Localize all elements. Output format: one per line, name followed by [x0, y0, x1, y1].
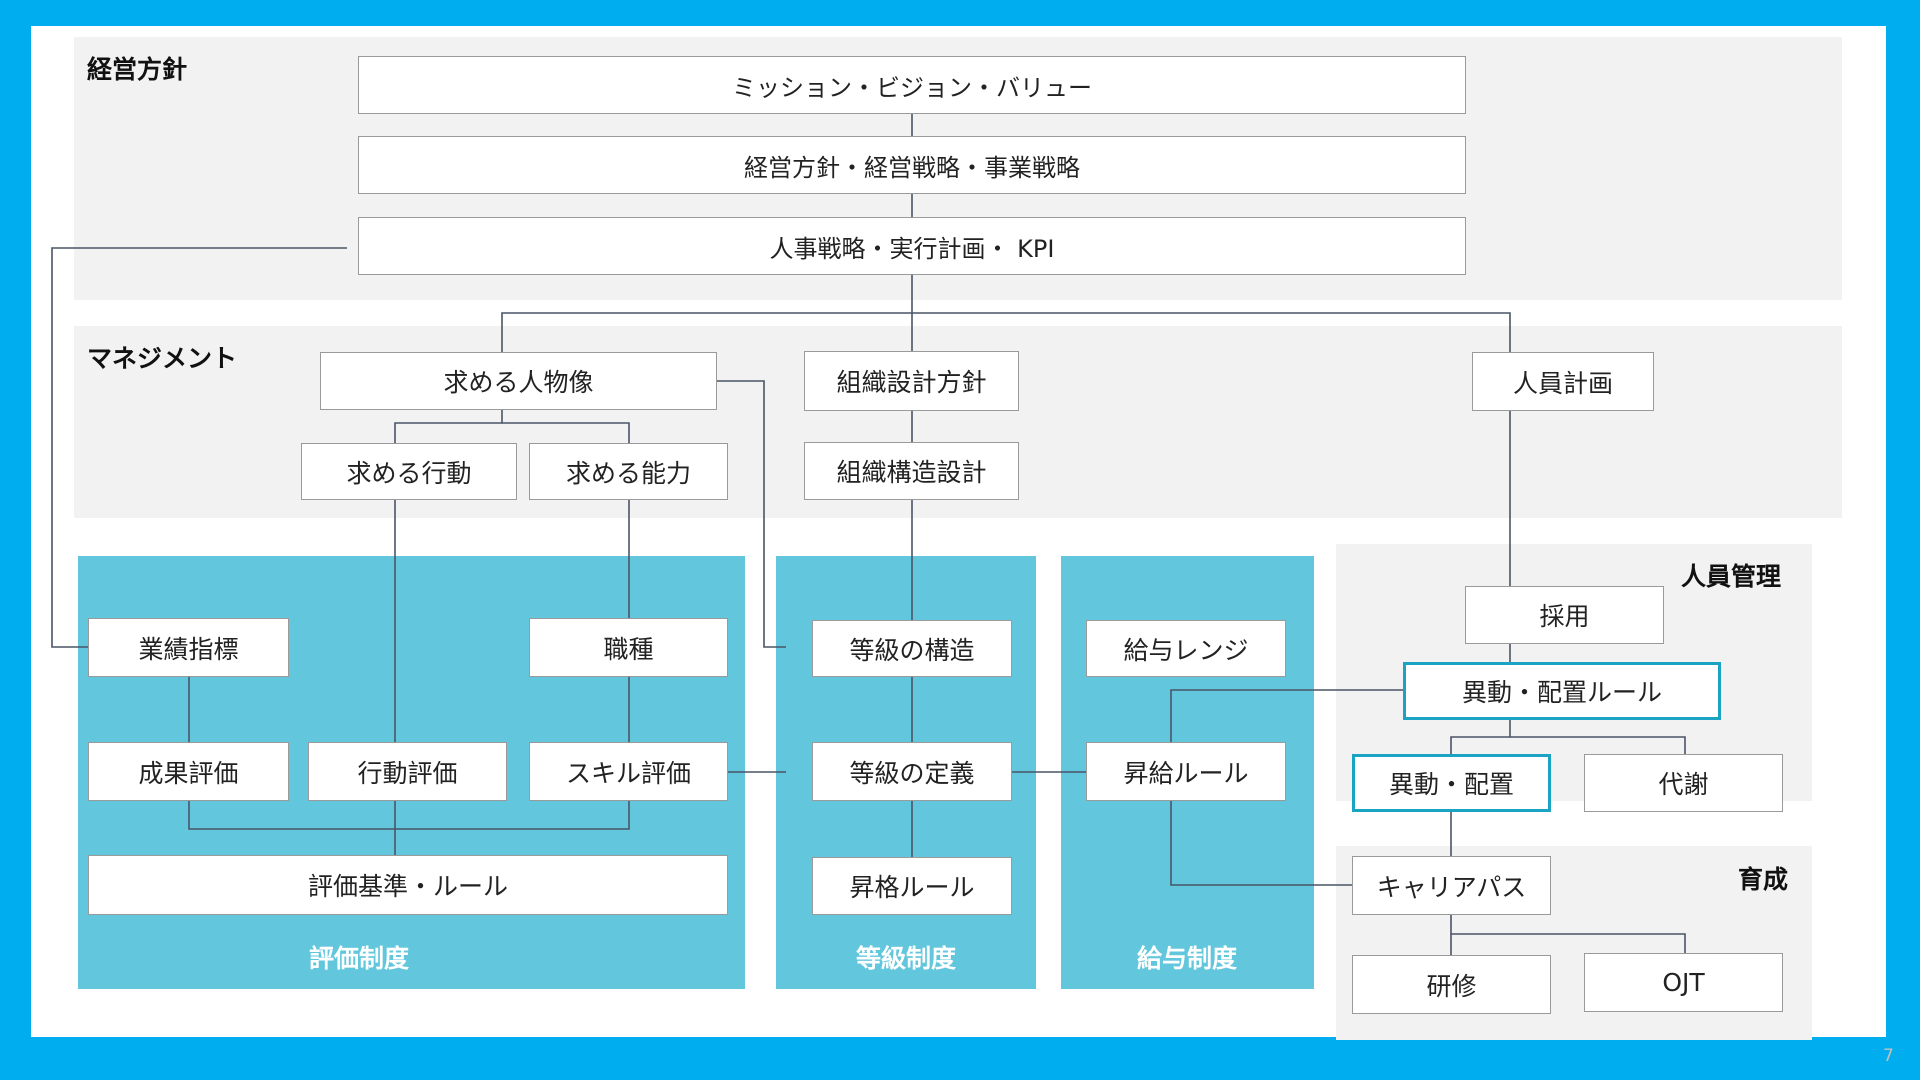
node-salary-range: 給与レンジ	[1086, 620, 1286, 677]
node-headcount-plan: 人員計画	[1472, 352, 1654, 411]
label-development: 育成	[1738, 865, 1789, 894]
label-management: マネジメント	[87, 344, 238, 373]
slide: 経営方針 マネジメント 人員管理 育成 評価制度 等級制度 給与制度	[31, 26, 1894, 1066]
node-eval-rules: 評価基準・ルール	[88, 855, 728, 915]
node-strategy: 経営方針・経営戦略・事業戦略	[358, 136, 1466, 194]
node-results-eval: 成果評価	[88, 742, 289, 801]
node-training: 研修	[1352, 955, 1551, 1014]
node-grade-definition: 等級の定義	[812, 742, 1012, 801]
node-turnover: 代謝	[1584, 754, 1783, 812]
node-ideal-person: 求める人物像	[320, 352, 717, 410]
node-career-path: キャリアパス	[1352, 856, 1551, 915]
node-raise-rules: 昇給ルール	[1086, 742, 1286, 801]
label-evaluation-system: 評価制度	[308, 944, 409, 973]
node-hr-strategy: 人事戦略・実行計画・ KPI	[358, 217, 1466, 275]
label-staffing: 人員管理	[1681, 562, 1782, 591]
node-recruitment: 採用	[1465, 586, 1664, 644]
node-kpi-metrics: 業績指標	[88, 618, 289, 677]
label-grade-system: 等級制度	[855, 944, 956, 973]
node-job-type: 職種	[529, 618, 728, 677]
node-org-structure: 組織構造設計	[804, 442, 1019, 500]
label-management-policy: 経営方針	[87, 55, 188, 84]
label-salary-system: 給与制度	[1136, 944, 1237, 973]
node-behavior-eval: 行動評価	[308, 742, 507, 801]
node-org-policy: 組織設計方針	[804, 351, 1019, 411]
node-desired-behavior: 求める行動	[301, 443, 517, 500]
node-mvv: ミッション・ビジョン・バリュー	[358, 56, 1466, 114]
node-skill-eval: スキル評価	[529, 742, 728, 801]
node-grade-structure: 等級の構造	[812, 620, 1012, 677]
node-promotion-rules: 昇格ルール	[812, 857, 1012, 915]
node-ojt: OJT	[1584, 953, 1783, 1012]
node-transfer: 異動・配置	[1352, 754, 1551, 812]
node-desired-ability: 求める能力	[529, 443, 728, 500]
node-transfer-rules: 異動・配置ルール	[1403, 662, 1721, 720]
page-number: 7	[1883, 1046, 1894, 1066]
